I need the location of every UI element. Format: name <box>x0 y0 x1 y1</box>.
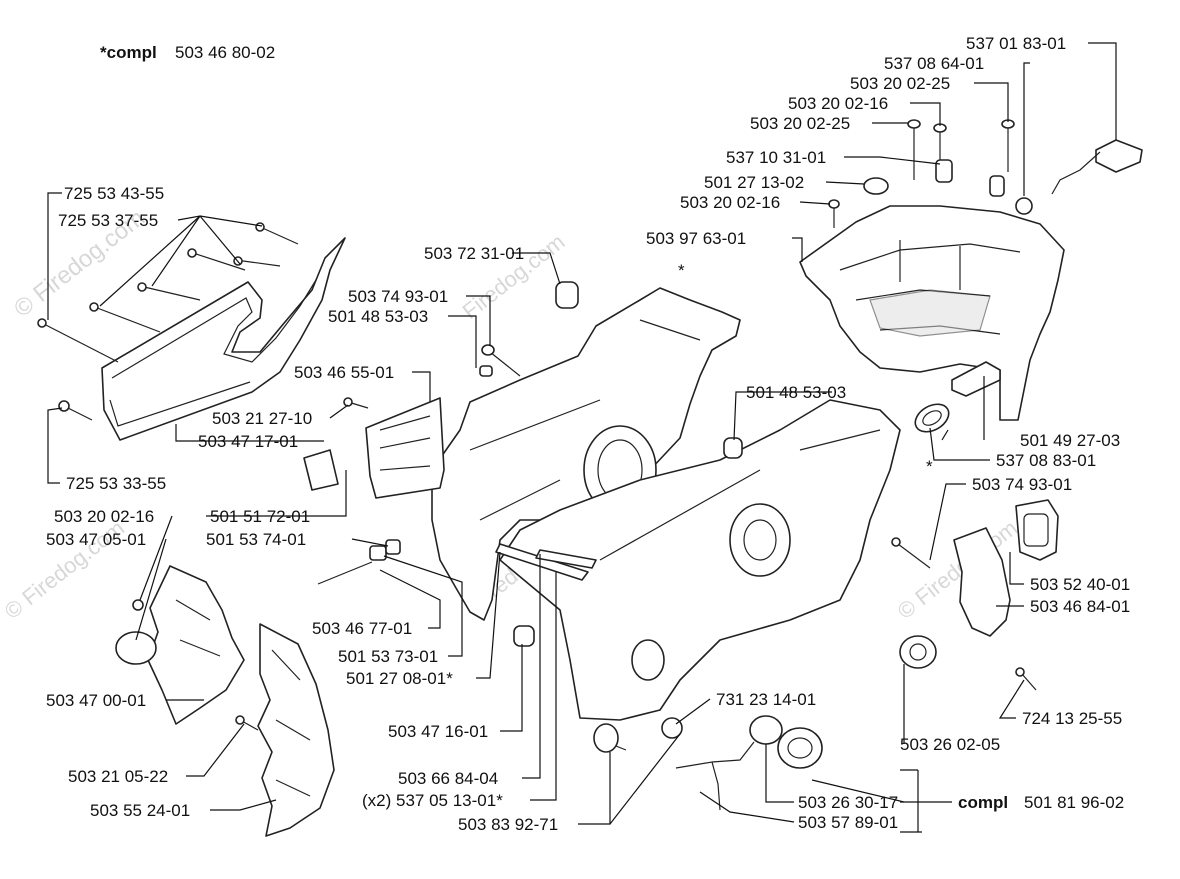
pad-501-51-72-01 <box>303 449 339 491</box>
label-501-49-27-03: 501 49 27-03 <box>1020 431 1120 450</box>
label-731-23-14-01: 731 23 14-01 <box>716 690 816 709</box>
bracket-plate <box>365 397 445 499</box>
label-503-20-02-25-a: 503 20 02-25 <box>850 74 950 93</box>
label-503-47-00-01: 503 47 00-01 <box>46 691 146 710</box>
label-503-46-77-01: 503 46 77-01 <box>312 619 412 638</box>
label-501-27-13-02: 501 27 13-02 <box>704 173 804 192</box>
label-537-05-13-01: (x2) 537 05 13-01* <box>362 791 503 810</box>
kit-top-number: 503 46 80-02 <box>175 43 275 62</box>
label-503-26-02-05: 503 26 02-05 <box>900 735 1000 754</box>
label-501-51-72-01: 501 51 72-01 <box>210 507 310 526</box>
label-503-21-27-10: 503 21 27-10 <box>212 409 312 428</box>
label-503-47-17-01: 503 47 17-01 <box>198 432 298 451</box>
kit-bottom-prefix: compl <box>958 793 1008 812</box>
label-537-08-64-01: 537 08 64-01 <box>884 54 984 73</box>
tank-inner-well <box>869 289 991 337</box>
long-screws <box>37 222 299 363</box>
spacer-503-20-02-16 <box>115 631 157 665</box>
cover-503-52-40-01 <box>1015 499 1059 561</box>
label-503-20-02-16-a: 503 20 02-16 <box>788 94 888 113</box>
plug-503-72-31-01 <box>555 281 579 309</box>
label-537-08-83-01: 537 08 83-01 <box>996 451 1096 470</box>
label-724-13-25-55: 724 13 25-55 <box>1022 709 1122 728</box>
label-537-10-31-01: 537 10 31-01 <box>726 148 826 167</box>
cover-503-47-05-01 <box>147 565 245 725</box>
part-drawings <box>37 119 1143 837</box>
label-503-20-02-16-c: 503 20 02-16 <box>54 507 154 526</box>
part-labels: *compl 503 46 80-02 537 01 83-01 537 08 … <box>46 34 1130 834</box>
label-503-47-05-01: 503 47 05-01 <box>46 530 146 549</box>
cap-537-01-83-01 <box>1095 139 1143 173</box>
label-503-46-55-01: 503 46 55-01 <box>294 363 394 382</box>
cover-503-46-84-01 <box>953 527 1011 637</box>
label-537-01-83-01: 537 01 83-01 <box>966 34 1066 53</box>
label-503-21-05-22: 503 21 05-22 <box>68 767 168 786</box>
rubber-pad <box>951 361 1001 397</box>
label-503-20-02-25-b: 503 20 02-25 <box>750 114 850 133</box>
label-503-26-30-17: 503 26 30-17 <box>798 793 898 812</box>
label-501-27-08-01: 501 27 08-01* <box>346 669 453 688</box>
star-a: * <box>678 261 685 280</box>
label-501-53-73-01: 501 53 73-01 <box>338 647 438 666</box>
cover-gasket-shape <box>101 237 346 441</box>
kit-bottom-number: 501 81 96-02 <box>1024 793 1124 812</box>
leader-lines <box>47 42 1117 833</box>
label-503-47-16-01: 503 47 16-01 <box>388 722 488 741</box>
label-503-97-63-01: 503 97 63-01 <box>646 229 746 248</box>
seal-ring <box>914 403 950 433</box>
label-503-66-84-04: 503 66 84-04 <box>398 769 498 788</box>
label-503-20-02-16-b: 503 20 02-16 <box>680 193 780 212</box>
screw-725-53-33-55 <box>58 400 93 421</box>
label-503-72-31-01: 503 72 31-01 <box>424 244 524 263</box>
label-725-53-37-55: 725 53 37-55 <box>58 211 158 230</box>
label-725-53-43-55: 725 53 43-55 <box>64 184 164 203</box>
label-503-74-93-01-b: 503 74 93-01 <box>972 475 1072 494</box>
label-501-53-74-01: 501 53 74-01 <box>206 530 306 549</box>
label-503-74-93-01-a: 503 74 93-01 <box>348 287 448 306</box>
label-503-46-84-01: 503 46 84-01 <box>1030 597 1130 616</box>
label-501-48-53-03-a: 501 48 53-03 <box>328 307 428 326</box>
knob-503-83-92-71 <box>593 723 619 753</box>
crankcase-right-bore <box>729 503 791 577</box>
cover-gasket-inner <box>109 279 317 427</box>
label-503-52-40-01: 503 52 40-01 <box>1030 575 1130 594</box>
top-bolts <box>828 119 1033 228</box>
star-b: * <box>926 457 933 476</box>
label-501-48-53-03-b: 501 48 53-03 <box>746 383 846 402</box>
label-503-57-89-01: 503 57 89-01 <box>798 813 898 832</box>
cover-503-55-24-01 <box>257 623 335 837</box>
crankcase-right-half <box>499 399 901 721</box>
label-725-53-33-55: 725 53 33-55 <box>66 474 166 493</box>
kit-top-prefix: *compl <box>100 43 157 62</box>
label-503-83-92-71: 503 83 92-71 <box>458 815 558 834</box>
label-503-55-24-01: 503 55 24-01 <box>90 801 190 820</box>
fuel-cap <box>777 727 823 769</box>
